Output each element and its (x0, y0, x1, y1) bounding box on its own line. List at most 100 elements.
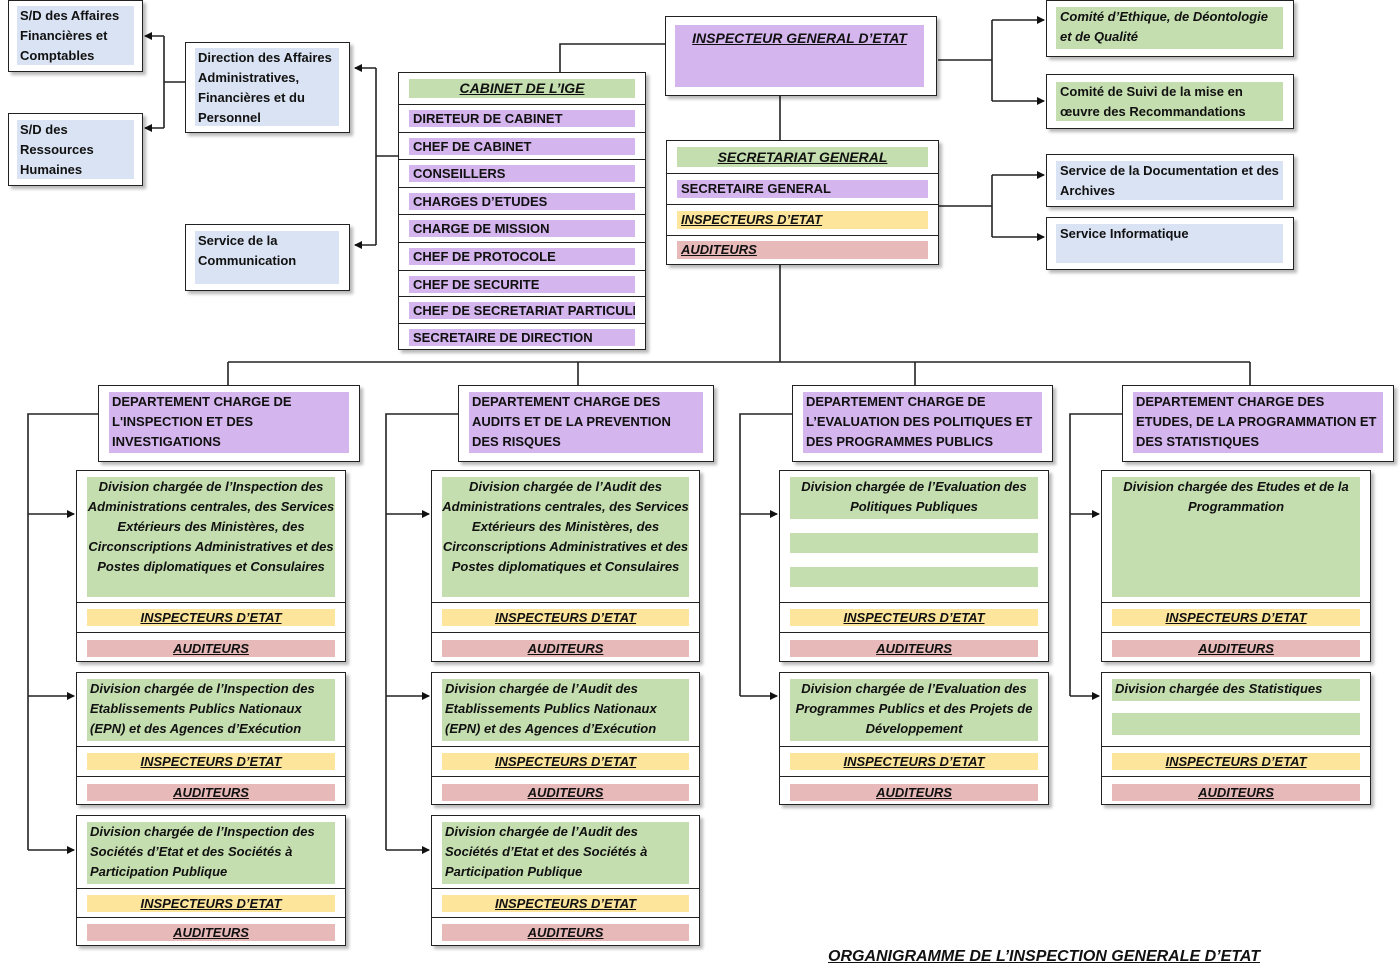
communication-box: Service de la Communication (185, 224, 350, 291)
informatique-box: Service Informatique (1046, 217, 1294, 270)
division-row: INSPECTEURS D’ETAT (432, 602, 699, 632)
cabinet-item-row: CHEF DE PROTOCOLE (399, 242, 645, 270)
cabinet-item: CHEF DE SECURITE (409, 276, 635, 293)
inspecteurs-label: INSPECTEURS D’ETAT (87, 609, 335, 626)
cabinet-item: SECRETAIRE DE DIRECTION (409, 329, 635, 346)
division-box: Division chargée de l’Evaluation des Pol… (779, 470, 1049, 662)
department-2-title: DEPARTEMENT CHARGE DES AUDITS ET DE LA P… (469, 392, 703, 453)
daf-box: Direction des Affaires Administratives, … (185, 42, 350, 133)
daf-label: Direction des Affaires Administratives, … (195, 48, 339, 126)
sd-rh-box: S/D des Ressources Humaines (8, 113, 143, 186)
cabinet-item-row: DIRETEUR DE CABINET (399, 104, 645, 132)
division-row: AUDITEURS (432, 776, 699, 806)
secretariat-row: AUDITEURS (667, 235, 938, 266)
cabinet-box: CABINET DE L’IGE DIRETEUR DE CABINET CHEF… (398, 72, 646, 350)
division-row: INSPECTEURS D’ETAT (780, 602, 1048, 632)
division-title: Division chargée des Etudes et de la Pro… (1112, 477, 1360, 597)
division-title: Division chargée de l’Audit des Sociétés… (442, 822, 689, 884)
division-row: INSPECTEURS D’ETAT (77, 888, 345, 917)
auditeurs-label: AUDITEURS (442, 784, 689, 801)
division-box: Division chargée de l’Audit des Sociétés… (431, 815, 700, 946)
auditeurs-label: AUDITEURS (87, 640, 335, 657)
department-1-box: DEPARTEMENT CHARGE DE L'INSPECTION ET DE… (98, 385, 360, 462)
division-row: AUDITEURS (1102, 776, 1370, 806)
inspecteurs-label: INSPECTEURS D’ETAT (1112, 609, 1360, 626)
cabinet-item-row: CHARGES D’ETUDES (399, 187, 645, 214)
informatique-label: Service Informatique (1056, 224, 1283, 263)
division-row: AUDITEURS (780, 632, 1048, 663)
inspecteurs-label: INSPECTEURS D’ETAT (790, 609, 1038, 626)
division-box: Division chargée des Etudes et de la Pro… (1101, 470, 1371, 662)
auditeurs-label: AUDITEURS (87, 924, 335, 941)
auditeurs-label: AUDITEURS (790, 640, 1038, 657)
inspecteurs-label: INSPECTEURS D’ETAT (442, 753, 689, 770)
division-row: INSPECTEURS D’ETAT (1102, 746, 1370, 776)
secretariat-inspecteurs: INSPECTEURS D’ETAT (677, 211, 928, 229)
department-4-title: DEPARTEMENT CHARGE DES ETUDES, DE LA PRO… (1133, 392, 1383, 453)
division-title: Division chargée de l’Inspection des Adm… (87, 477, 335, 597)
division-title: Division chargée des Statistiques (1112, 679, 1360, 701)
cabinet-title: CABINET DE L’IGE (409, 79, 635, 98)
ige-box: INSPECTEUR GENERAL D’ETAT (665, 16, 937, 96)
division-row: INSPECTEURS D’ETAT (432, 888, 699, 917)
secretariat-row: SECRETAIRE GENERAL (667, 173, 938, 204)
division-row: AUDITEURS (77, 776, 345, 806)
department-3-box: DEPARTEMENT CHARGE DE L’EVALUATION DES P… (792, 385, 1053, 462)
comite-suivi-box: Comité de Suivi de la mise en œuvre des … (1046, 74, 1294, 129)
inspecteurs-label: INSPECTEURS D’ETAT (790, 753, 1038, 770)
division-title: Division chargée de l’Inspection des Soc… (87, 822, 335, 884)
secretaire-general: SECRETAIRE GENERAL (677, 180, 928, 198)
division-row: INSPECTEURS D’ETAT (77, 746, 345, 776)
cabinet-item: CONSEILLERS (409, 165, 635, 182)
secretariat-row: INSPECTEURS D’ETAT (667, 204, 938, 235)
communication-label: Service de la Communication (195, 231, 339, 284)
auditeurs-label: AUDITEURS (442, 924, 689, 941)
cabinet-item-row: CHEF DE SECRETARIAT PARTICULIER (399, 296, 645, 323)
sd-rh-label: S/D des Ressources Humaines (17, 120, 134, 179)
division-row: INSPECTEURS D’ETAT (1102, 602, 1370, 632)
cabinet-item: DIRETEUR DE CABINET (409, 110, 635, 127)
inspecteurs-label: INSPECTEURS D’ETAT (442, 609, 689, 626)
division-row: AUDITEURS (432, 917, 699, 947)
division-row: AUDITEURS (1102, 632, 1370, 663)
empty-bar (790, 533, 1038, 553)
sd-finance-box: S/D des Affaires Financières et Comptabl… (8, 0, 143, 72)
division-box: Division chargée de l’Audit des Administ… (431, 470, 700, 662)
ige-title: INSPECTEUR GENERAL D’ETAT (675, 25, 924, 87)
division-row: INSPECTEURS D’ETAT (77, 602, 345, 632)
auditeurs-label: AUDITEURS (1112, 784, 1360, 801)
cabinet-item: CHARGES D’ETUDES (409, 193, 635, 210)
division-box: Division chargée de l’Inspection des Adm… (76, 470, 346, 662)
auditeurs-label: AUDITEURS (442, 640, 689, 657)
division-row: AUDITEURS (432, 632, 699, 663)
division-box: Division chargée de l’Evaluation des Pro… (779, 672, 1049, 805)
department-3-title: DEPARTEMENT CHARGE DE L’EVALUATION DES P… (803, 392, 1042, 453)
division-row: AUDITEURS (77, 632, 345, 663)
secretariat-auditeurs: AUDITEURS (677, 241, 928, 259)
comite-suivi-label: Comité de Suivi de la mise en œuvre des … (1056, 82, 1283, 121)
division-row: INSPECTEURS D’ETAT (780, 746, 1048, 776)
cabinet-item-row: CONSEILLERS (399, 159, 645, 187)
inspecteurs-label: INSPECTEURS D’ETAT (87, 895, 335, 912)
division-title: Division chargée de l’Inspection des Eta… (87, 679, 335, 741)
division-row: AUDITEURS (77, 917, 345, 947)
division-row: AUDITEURS (780, 776, 1048, 806)
diagram-caption: ORGANIGRAMME DE L’INSPECTION GENERALE D’… (828, 948, 1261, 965)
division-box: Division chargée de l’Audit des Etabliss… (431, 672, 700, 805)
division-title: Division chargée de l’Audit des Administ… (442, 477, 689, 597)
auditeurs-label: AUDITEURS (790, 784, 1038, 801)
inspecteurs-label: INSPECTEURS D’ETAT (1112, 753, 1360, 770)
documentation-label: Service de la Documentation et des Archi… (1056, 161, 1283, 200)
auditeurs-label: AUDITEURS (1112, 640, 1360, 657)
division-box: Division chargée de l’Inspection des Eta… (76, 672, 346, 805)
cabinet-item: CHEF DE PROTOCOLE (409, 248, 635, 265)
division-title: Division chargée de l’Audit des Etabliss… (442, 679, 689, 741)
cabinet-item: CHEF DE CABINET (409, 138, 635, 155)
cabinet-item-row: CHEF DE CABINET (399, 132, 645, 159)
cabinet-item: CHEF DE SECRETARIAT PARTICULIER (409, 302, 635, 319)
comite-ethique-label: Comité d’Ethique, de Déontologie et de Q… (1056, 7, 1283, 49)
secretariat-title: SECRETARIAT GENERAL (677, 147, 928, 167)
comite-ethique-box: Comité d’Ethique, de Déontologie et de Q… (1046, 0, 1294, 57)
division-row: INSPECTEURS D’ETAT (432, 746, 699, 776)
